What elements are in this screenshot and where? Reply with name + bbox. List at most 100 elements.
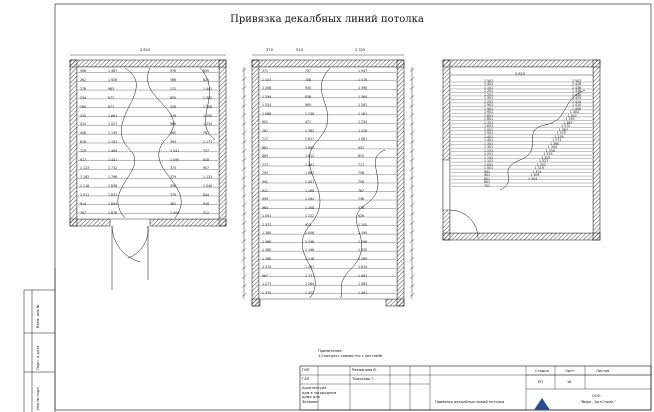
plan-right-room (449, 66, 594, 234)
plan-middle-row-value: 1 267 (305, 265, 315, 270)
dimension-tick (241, 194, 247, 198)
plan-right-right-value: 1 329 (543, 152, 553, 157)
dimension-tick (241, 167, 247, 171)
plan-middle-row-value: 1 220 (358, 128, 368, 133)
plan-right-right-value: 1 371 (552, 138, 562, 143)
plan-left-row-value: 1 182 (80, 175, 90, 180)
plan-middle-row-value: 1 582 (305, 128, 315, 133)
plan-middle-row-value: 1 697 (305, 145, 315, 150)
plan-right-left-value: 1 601 (484, 124, 494, 129)
plan-left-row-value: 375 (170, 166, 177, 171)
plan-left-row-value: 1 441 (108, 157, 118, 162)
tb-sheets-header: Листов (596, 369, 610, 373)
plan-middle-row-value: 1 579 (358, 77, 368, 82)
plan-middle-row-value: 1 238 (305, 111, 315, 116)
plan-left-row-value: 835 (203, 69, 210, 74)
plan-right-left-value: 1 301 (484, 145, 494, 150)
dimension-tick (409, 140, 415, 144)
plan-left (69, 54, 227, 290)
plan-left-row-value: 1 467 (108, 69, 118, 74)
dimension-tick (241, 239, 247, 243)
plan-middle-side-ticks (241, 68, 415, 297)
plan-middle-row-value: 861 (262, 145, 269, 150)
plan-left-overall-dimension: 2 610 (140, 48, 151, 52)
plan-left-row-value: 616 (80, 140, 87, 144)
plan-middle-row-value: 1 285 (358, 256, 368, 261)
plan-left-row-value: 1 000 (170, 210, 180, 215)
plan-left-row-value: 818 (203, 157, 210, 162)
plan-middle-wall-bottom-a (251, 298, 261, 307)
plan-right-left-value: 1 801 (484, 117, 494, 122)
plan-left-row-value: 1 181 (108, 140, 118, 144)
tb-description-line-4: Зелаева (302, 399, 318, 404)
plan-middle-row-value: 1 264 (305, 197, 315, 202)
tb-role-2: ГАП (302, 377, 310, 381)
dimension-tick (409, 212, 415, 216)
plan-left-row-value: 914 (80, 201, 87, 206)
dimension-tick (241, 131, 247, 135)
plan-middle-row-value: 930 (305, 86, 312, 91)
plan-right-left-value: 1 051 (484, 162, 494, 167)
plan-middle-row-value: 777 (262, 162, 269, 167)
dimension-tick (241, 68, 247, 72)
tb-role-1: ГИП (302, 368, 310, 372)
plan-left-row-value: 976 (170, 69, 177, 74)
plan-middle-row-value: 1 091 (262, 214, 272, 219)
plan-right-right-value: 1 322 (536, 162, 546, 167)
dimension-tick (241, 140, 247, 144)
dimension-tick (409, 149, 415, 153)
plan-middle-row-value: 1 390 (358, 86, 368, 91)
dimension-tick (241, 284, 247, 288)
plan-middle-row-value: 921 (262, 188, 269, 193)
plan-left-row-value: 983 (108, 87, 115, 92)
plan-left-row-value: 379 (170, 175, 177, 180)
plan-left-row-value: 412 (80, 122, 87, 127)
tb-org-line-1: ООО (592, 394, 601, 398)
notes-heading: Примечание: (318, 349, 343, 353)
plan-left-row-value: 1 845 (108, 201, 118, 206)
plan-right-left-value: 1 951 (484, 110, 494, 115)
notes: Примечание: 1.Смотреть совместно с листо… (318, 349, 382, 359)
dimension-tick (409, 194, 415, 198)
dimension-tick (241, 158, 247, 162)
plan-middle-dim-1: 370 (266, 48, 273, 52)
plan-middle-row-value: 1 308 (262, 86, 272, 91)
dimension-tick (241, 86, 247, 90)
plan-middle-row-value: 708 (305, 77, 312, 82)
plan-middle-row-value: 992 (262, 180, 269, 184)
plan-left-row-value: 767 (80, 210, 87, 215)
plan-left-row-value: 408 (80, 131, 87, 136)
dimension-tick (409, 203, 415, 207)
plan-right-left-value: 1 201 (484, 152, 494, 157)
plan-middle-row-value: 1 218 (305, 256, 315, 261)
dimension-tick (241, 122, 247, 126)
dimension-tick (409, 275, 415, 279)
plan-left-row-value: 1 123 (80, 166, 90, 171)
dimension-tick (241, 275, 247, 279)
plan-right-left-value: 1 401 (484, 138, 494, 143)
plan-middle-row-value: 1 377 (262, 222, 272, 227)
dimension-tick (241, 257, 247, 261)
tb-description-line-2: дом в загородном (302, 390, 337, 395)
plan-middle-row-value: 995 (305, 103, 312, 108)
plan-left-row-value: 1 832 (108, 192, 118, 197)
plan-middle-row-value: 1 374 (262, 265, 272, 270)
plan-right-left-value: 1 001 (484, 166, 494, 171)
plan-middle-row-value: 1 081 (358, 137, 368, 142)
plan-left-curve-b (147, 67, 182, 219)
plan-left-row-value: 328 (170, 104, 177, 109)
plan-left-row-value: 1 131 (203, 175, 213, 180)
plan-left-row-value: 508 (80, 69, 87, 74)
dimension-tick (241, 221, 247, 225)
tb-description: Архитектура дом в загородном дома для Зе… (302, 386, 336, 404)
plan-middle (241, 54, 415, 307)
plan-left-row-value: 977 (108, 95, 115, 100)
plan-left-row-value: 1 027 (108, 122, 118, 127)
tb-sheet-number: 16 (567, 380, 572, 384)
plan-middle-row-value: 1 327 (305, 290, 315, 295)
plan-right-right-value: 1 436 (572, 89, 582, 94)
plan-right-left-value: 1 501 (484, 131, 494, 136)
plan-right-left-value: 1 901 (484, 103, 494, 108)
plan-right-right-value: 1 325 (541, 155, 551, 160)
plan-right-left-value: 1 901 (484, 106, 494, 111)
